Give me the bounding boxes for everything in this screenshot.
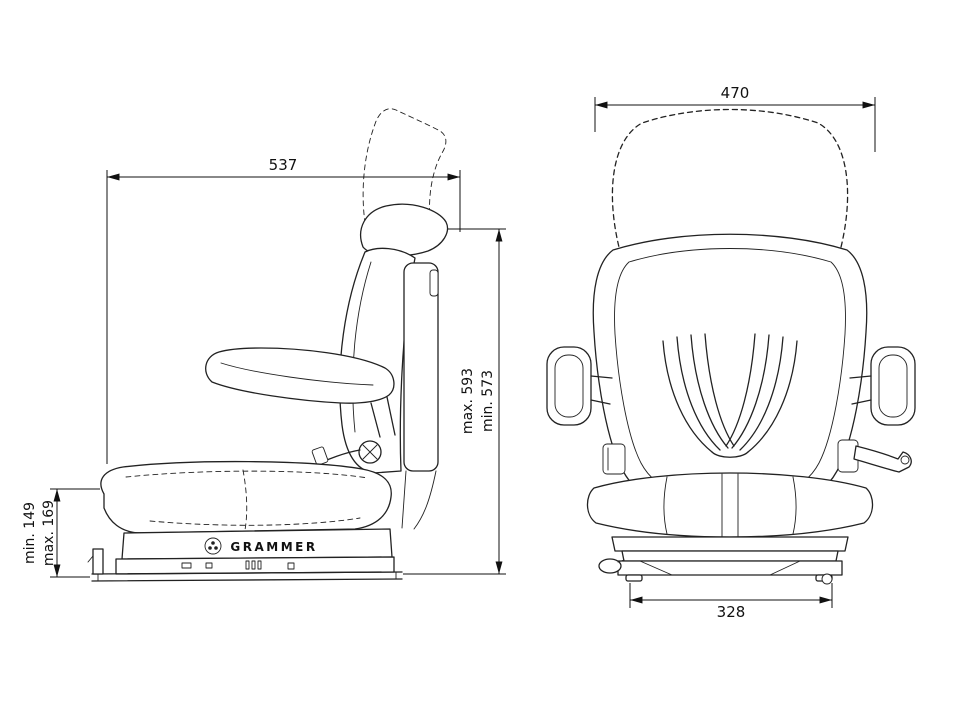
front-foot bbox=[92, 548, 104, 575]
side-view: GRAMMER bbox=[87, 108, 449, 582]
rib-right-2 bbox=[739, 336, 784, 451]
slide-knob bbox=[598, 558, 622, 574]
dim-label-base-min: min. 149 bbox=[22, 502, 38, 564]
dim-label-328: 328 bbox=[717, 603, 746, 621]
headrest-raised-front-dashed bbox=[611, 108, 849, 256]
slide-knob-stem bbox=[617, 559, 625, 563]
backrest-side bbox=[339, 247, 416, 474]
armrest-left bbox=[546, 346, 592, 426]
brand-label: GRAMMER bbox=[230, 540, 317, 554]
dimension-annotations: 537 470 max. 593 min. 573 min. 149 max. … bbox=[22, 84, 876, 621]
armrest-side bbox=[205, 347, 395, 404]
rib-right-3 bbox=[731, 334, 770, 449]
base-detail-switches bbox=[181, 560, 295, 570]
base-detail-2 bbox=[205, 562, 213, 569]
base-plate-bottom bbox=[617, 560, 843, 576]
cushion-seam-top-dashed bbox=[125, 470, 369, 479]
headrest-raised-outline-dashed bbox=[362, 108, 447, 251]
lever-knob bbox=[900, 455, 910, 465]
dim-label-470: 470 bbox=[721, 84, 750, 102]
logo-dot-3 bbox=[214, 546, 218, 550]
base-detail-6 bbox=[287, 562, 295, 570]
dim-label-537: 537 bbox=[269, 156, 298, 174]
base-scissor-lines bbox=[639, 560, 801, 576]
dim-label-base-max: max. 169 bbox=[41, 500, 57, 566]
base-foot-left bbox=[625, 574, 643, 582]
headrest-cushion bbox=[360, 203, 449, 257]
caster-detail bbox=[821, 573, 833, 585]
backrest-rib-pattern bbox=[662, 333, 798, 458]
recline-knob-cross bbox=[362, 444, 378, 460]
rib-bottom-arc bbox=[711, 451, 749, 458]
armrest-left-pad bbox=[554, 354, 584, 418]
cushion-seam-vertical-dashed bbox=[242, 469, 248, 531]
cushion-seam-bottom-dashed bbox=[149, 517, 361, 526]
backrest-front-outline bbox=[592, 233, 868, 502]
armrest-left-mount bbox=[590, 375, 613, 405]
armrest-right-pad bbox=[878, 354, 908, 418]
armrest-right bbox=[870, 346, 916, 426]
grammer-logo bbox=[204, 537, 222, 555]
base-detail-5 bbox=[257, 560, 262, 570]
dim-label-height-min: min. 573 bbox=[480, 370, 496, 432]
rib-left-3 bbox=[690, 334, 729, 449]
front-view bbox=[546, 108, 916, 585]
belt-bracket bbox=[311, 446, 329, 466]
seat-center-seams bbox=[721, 473, 739, 538]
bracket-left bbox=[602, 443, 626, 475]
logo-ring bbox=[204, 537, 222, 555]
rib-left-2 bbox=[676, 336, 721, 451]
base-plate-top bbox=[611, 536, 849, 552]
floor-rails bbox=[91, 571, 403, 582]
dimension-front-width: 470 bbox=[594, 84, 876, 152]
logo-dot-1 bbox=[211, 541, 215, 545]
dimension-overall-height: max. 593 min. 573 bbox=[403, 228, 506, 575]
armrest-right-mount bbox=[849, 375, 872, 405]
adjust-lever bbox=[853, 445, 912, 473]
base-plate-mid bbox=[621, 550, 839, 562]
rear-panel-tab bbox=[429, 269, 439, 297]
base-detail-4 bbox=[251, 560, 256, 570]
dimension-rail-width: 328 bbox=[629, 583, 833, 621]
seat-cushion-front bbox=[586, 472, 874, 538]
armrest-seam bbox=[220, 362, 374, 386]
rear-panel-supports bbox=[401, 470, 437, 530]
dimension-side-depth: 537 bbox=[106, 156, 461, 464]
backrest-inner-seam bbox=[614, 248, 846, 490]
rail-ends bbox=[97, 571, 397, 582]
front-foot-hook bbox=[87, 555, 94, 563]
backrest-rear-panel bbox=[403, 262, 439, 472]
rib-right-1 bbox=[747, 340, 798, 453]
logo-dot-2 bbox=[208, 546, 212, 550]
base-detail-3 bbox=[245, 560, 250, 570]
base-detail-1 bbox=[181, 562, 192, 569]
rib-left-1 bbox=[662, 340, 713, 453]
backrest-seam bbox=[352, 261, 372, 433]
dimension-base-height: min. 149 max. 169 bbox=[22, 488, 100, 578]
rib-right-4 bbox=[725, 333, 756, 447]
armrest-supports bbox=[370, 396, 396, 438]
seat-front-seams bbox=[663, 476, 797, 535]
dim-label-height-max: max. 593 bbox=[460, 368, 476, 434]
